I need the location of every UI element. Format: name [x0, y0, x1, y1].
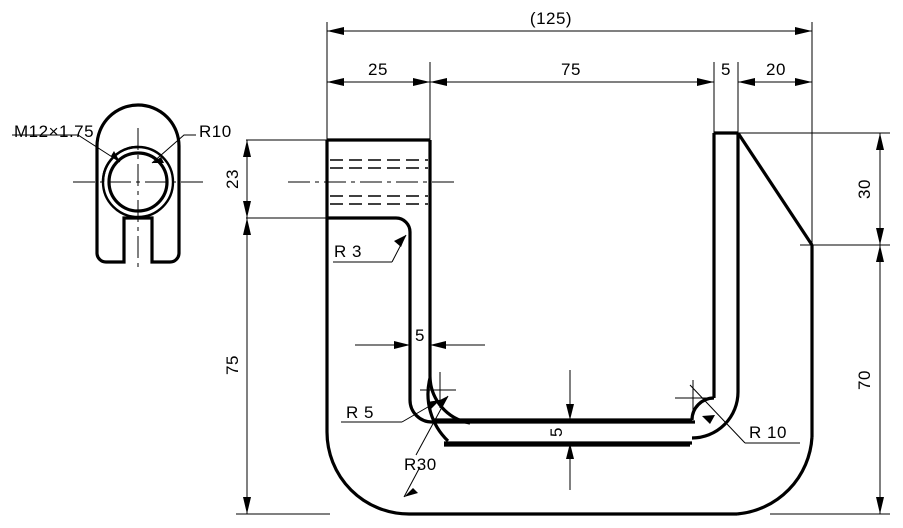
r3-arrowhead: [394, 235, 406, 247]
inner-fillet-r5: [408, 399, 433, 424]
dim-20-arrow-right: [795, 78, 812, 86]
bottom-left-outer-radius: [325, 431, 410, 516]
dim-75-vert-arrow-top: [243, 218, 251, 235]
end-view-dome-outline: [95, 103, 181, 196]
dim-70-label: 70: [855, 370, 874, 390]
r30-leader-line-2: [403, 466, 421, 498]
dim-30-label: 30: [855, 179, 874, 199]
right-arm-taper-edge: [736, 132, 814, 246]
dim-30-arrow-top: [876, 133, 884, 150]
dim-25-arrow-right: [413, 78, 430, 86]
r5-label: R 5: [346, 403, 374, 422]
thread-callout-label: M12×1.75: [14, 122, 94, 141]
r10-arrowhead: [702, 415, 715, 424]
r3-label: R 3: [334, 242, 362, 261]
slot-left-corner-radius: [428, 375, 471, 425]
r10-main-label: R 10: [749, 423, 787, 442]
dim-75-vert-arrow-bottom: [243, 497, 251, 514]
dim-75-vert-label: 75: [223, 355, 242, 375]
thread-callout-arrowhead: [111, 151, 120, 162]
radius-callout-group: R 3 R 5 R30 R 10: [333, 234, 800, 498]
r30-arrowhead-top: [436, 396, 448, 408]
dim-20-label: 20: [766, 60, 786, 79]
r30-arrowhead-bottom: [404, 488, 418, 497]
dim-base-5-arrow-bottom: [566, 443, 574, 459]
dim-70-arrow-bottom: [876, 497, 884, 514]
internal-dimension-group: 5 5: [355, 326, 574, 490]
top-dimension-group: (125) 25 75 5 20: [326, 9, 813, 248]
right-web-fillet: [691, 391, 740, 440]
dim-20-arrow-left: [738, 78, 755, 86]
dim-25-arrow-left: [327, 78, 344, 86]
radius-callout-leader: [151, 134, 196, 164]
dim-23-label: 23: [223, 169, 242, 189]
r30-label: R30: [404, 455, 437, 474]
fillet-centre-marks: [420, 372, 711, 416]
dim-75-label: 75: [561, 60, 581, 79]
right-dimension-group: 30 70: [740, 132, 890, 515]
overall-arrow-left: [327, 27, 344, 35]
dim-23-arrow-top: [243, 140, 251, 157]
dim-23-arrow-bottom: [243, 201, 251, 218]
overall-arrow-right: [795, 27, 812, 35]
side-view-geometry: [288, 131, 814, 516]
end-view-geometry: M12×1.75 R10: [12, 103, 232, 272]
dim-wall-5-label: 5: [415, 326, 425, 345]
dim-base-5-arrow-top: [566, 404, 574, 420]
dim-75-arrow-right: [697, 78, 714, 86]
dim-wall-5-arrow-left: [394, 341, 410, 349]
fillet-r3-arc: [395, 216, 412, 233]
dim-30-arrow-bottom: [876, 228, 884, 245]
dim-25-label: 25: [368, 60, 388, 79]
bottom-right-outer-radius: [736, 436, 814, 516]
radius-callout-arrowhead: [152, 157, 164, 163]
end-view-bore-circle: [107, 151, 169, 213]
overall-length-label: (125): [530, 9, 572, 28]
radius-callout-label: R10: [199, 122, 232, 141]
dim-75-arrow-left: [430, 78, 447, 86]
dim-70-arrow-top: [876, 245, 884, 262]
slot-corner-r30-visible: [426, 377, 450, 443]
thread-callout-leader: [12, 134, 121, 163]
r10-leader-line: [689, 384, 746, 444]
dim-base-5-label: 5: [547, 427, 566, 437]
left-dimension-group: 23 75: [223, 139, 330, 515]
dim-wall-5-arrow-right: [430, 341, 446, 349]
dim-5-top-label: 5: [721, 60, 731, 79]
